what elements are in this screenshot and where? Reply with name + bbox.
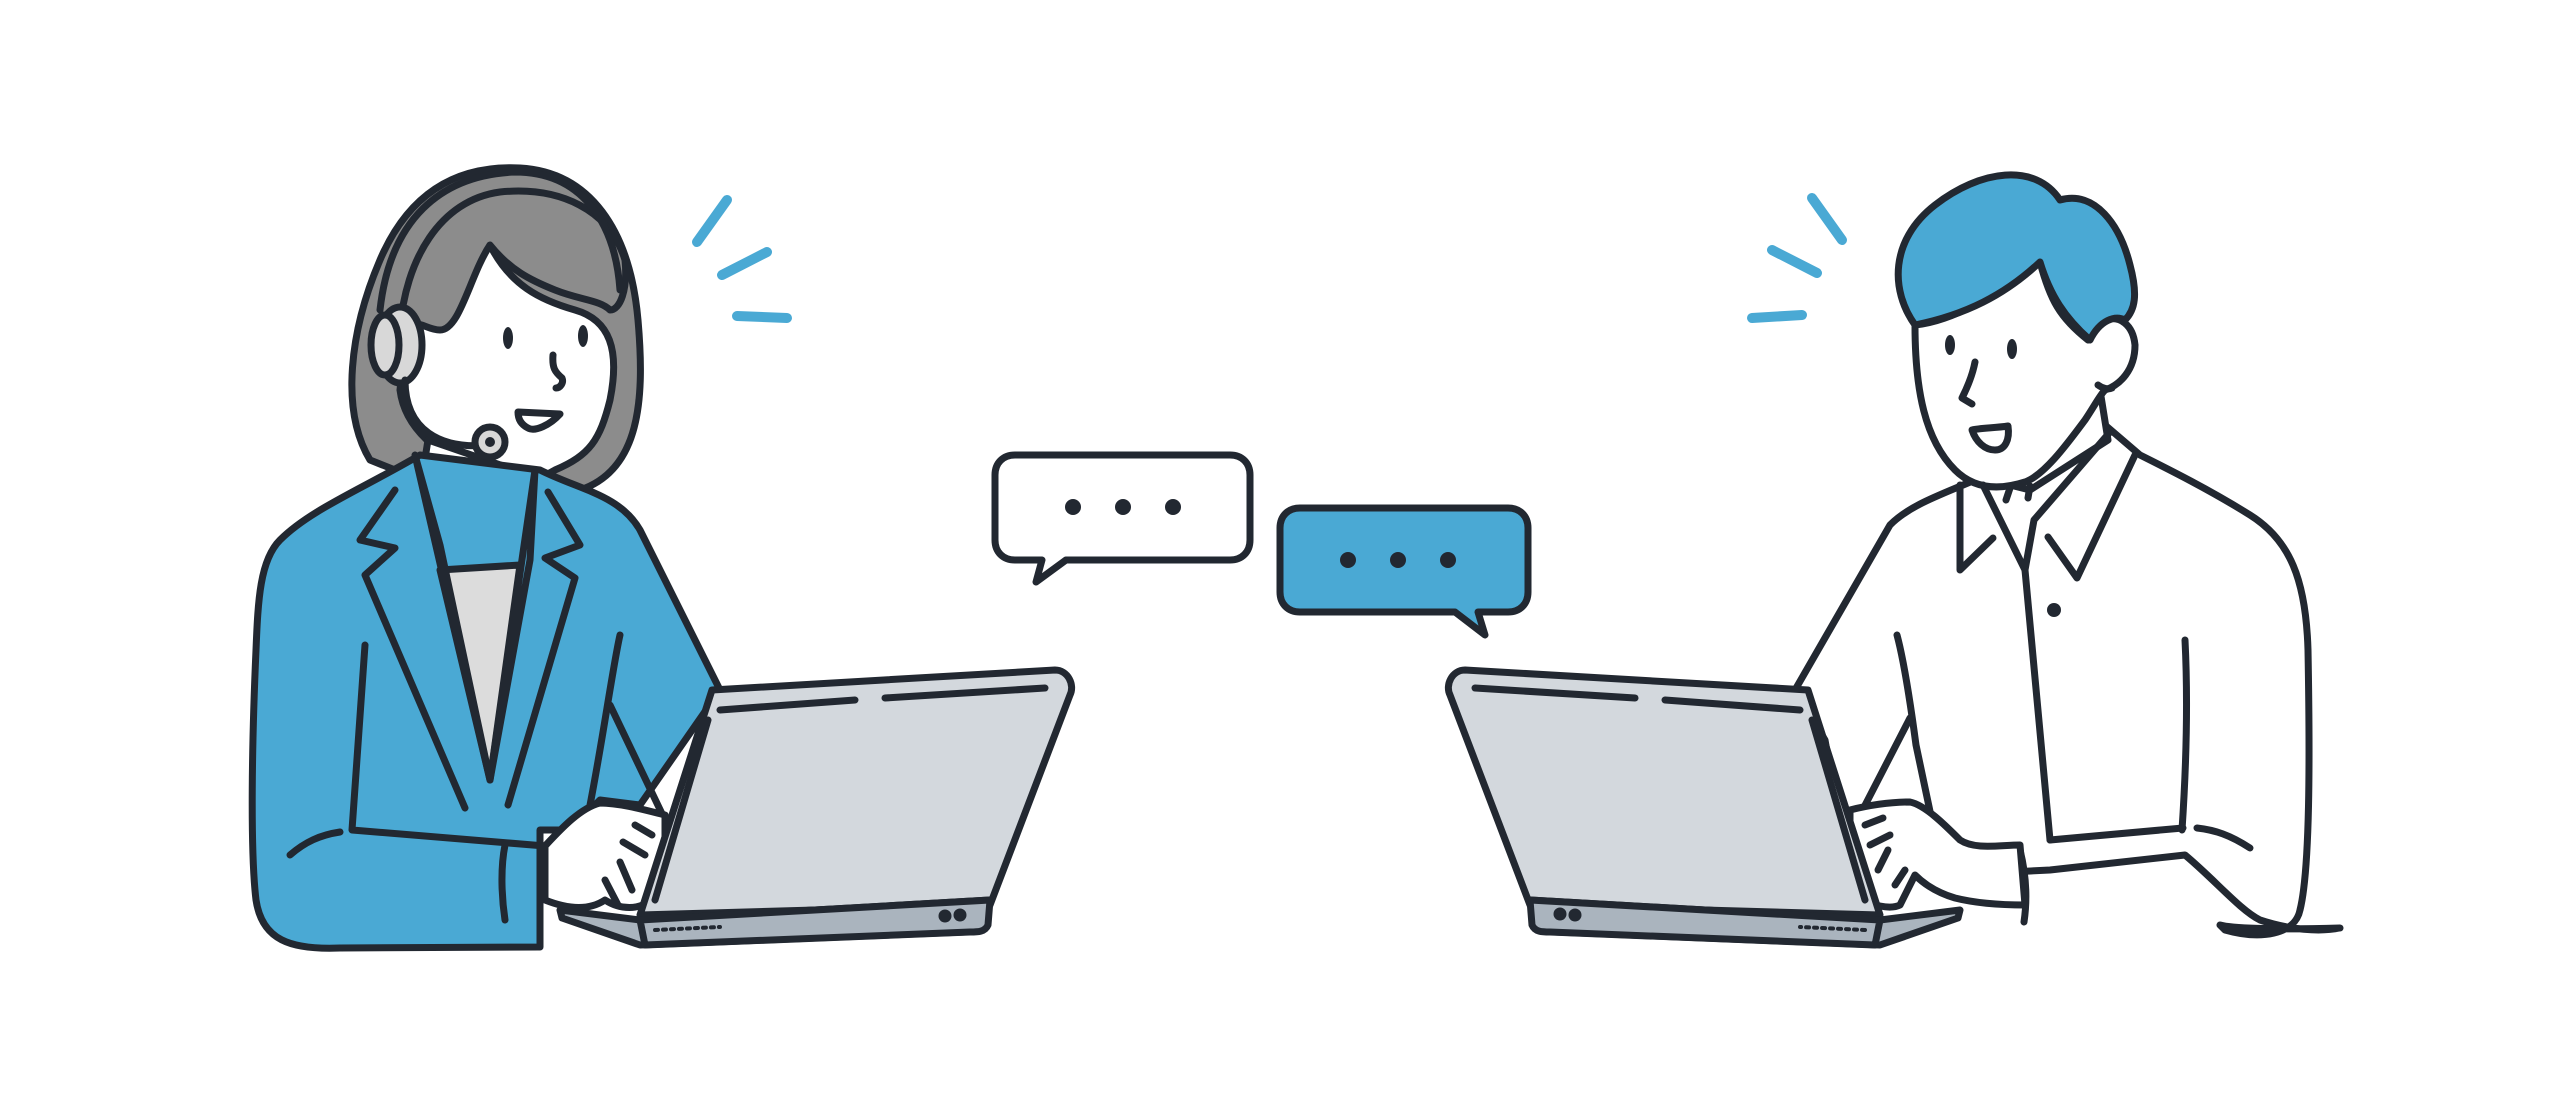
left-laptop-grille: [653, 925, 722, 932]
left-bubble-dot-3: [1165, 499, 1181, 515]
right-laptop-screen-edge: [1808, 716, 1869, 904]
right-laptop-screen-line-2: [1471, 684, 1639, 702]
left-skirt-line: [498, 841, 509, 924]
right-finger-4: [1891, 866, 1909, 889]
right-eye-1: [1945, 335, 1955, 355]
right-arm-line: [2178, 636, 2190, 834]
right-motion-lines: [1747, 193, 1847, 323]
right-speech-bubble: [1276, 504, 1532, 639]
left-mouth: [514, 408, 564, 433]
left-laptop-screen: [636, 666, 1076, 919]
right-laptop-screen: [1444, 666, 1884, 919]
right-collar-inner: [1979, 428, 2114, 574]
left-jacket-seam: [348, 641, 549, 850]
right-person: [1791, 171, 2344, 939]
right-laptop-front: [1526, 896, 1884, 949]
left-laptop-screen-edge: [651, 716, 712, 904]
left-body-line: [606, 701, 669, 824]
right-laptop-dot-2: [1568, 908, 1582, 922]
headset-band: [376, 168, 624, 314]
left-motion-lines: [692, 195, 792, 323]
left-laptop-screen-line-1: [716, 696, 859, 714]
right-hair: [1894, 171, 2139, 344]
left-collar-r: [504, 488, 584, 809]
right-bubble-dot-2: [1390, 552, 1406, 568]
left-finger-1: [631, 821, 656, 839]
left-lapel-left: [411, 451, 494, 784]
right-elbow-fold: [2193, 824, 2254, 852]
left-finger-2: [619, 838, 649, 859]
right-nose: [1958, 358, 1979, 408]
right-jaw: [2002, 482, 2034, 504]
right-eye-2: [2007, 339, 2017, 359]
right-laptop-screen-line-1: [1661, 696, 1804, 714]
left-fold: [286, 828, 344, 859]
right-bubble-dot-1: [1340, 552, 1356, 568]
right-mouth: [1968, 422, 2012, 454]
right-button: [2047, 603, 2061, 617]
left-nose: [549, 351, 566, 392]
left-finger-3: [616, 858, 636, 894]
right-left-arm: [1856, 714, 1914, 819]
left-eye-2: [578, 325, 588, 347]
left-laptop-dot-1: [938, 909, 952, 923]
right-finger-2: [1866, 831, 1894, 849]
left-speech-bubble: [991, 451, 1254, 586]
left-finger-4: [601, 876, 622, 909]
right-laptop: [1444, 666, 1964, 949]
left-laptop: [556, 666, 1076, 949]
right-placket: [2021, 566, 2054, 844]
right-finger-3: [1874, 846, 1892, 874]
left-hair-fringe: [396, 187, 630, 334]
left-collar-l: [356, 486, 469, 812]
right-forearm-line: [2046, 824, 2187, 844]
left-person: [248, 164, 724, 952]
right-laptop-dot-1: [1553, 907, 1567, 921]
right-collar-right: [2044, 451, 2139, 582]
left-laptop-dot-2: [953, 908, 967, 922]
left-laptop-front: [636, 896, 994, 949]
left-eye-1: [503, 327, 513, 349]
left-bubble-dot-2: [1115, 499, 1131, 515]
left-laptop-screen-line-2: [881, 684, 1049, 702]
right-bubble-dot-3: [1440, 552, 1456, 568]
right-collar-left: [1956, 481, 1997, 574]
left-lapel-right: [486, 466, 539, 784]
headset-icon: [367, 303, 509, 461]
right-ear: [2094, 381, 2116, 393]
right-finger-1: [1861, 814, 1887, 829]
right-sleeve-line: [1893, 631, 1939, 839]
right-laptop-grille: [1798, 925, 1867, 932]
left-bubble-dot-1: [1065, 499, 1081, 515]
